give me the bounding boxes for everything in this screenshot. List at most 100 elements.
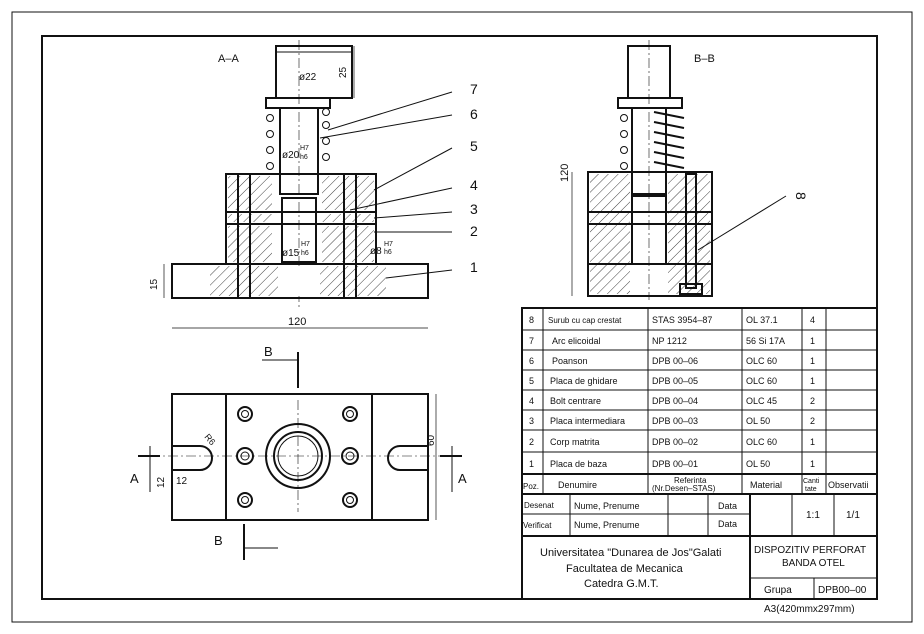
bom-row-ref: STAS 3954–87: [652, 315, 712, 325]
dim-120-vertical: 120: [559, 164, 571, 182]
bom-row-ref: DPB 00–03: [652, 416, 698, 426]
bom-row-qty: 2: [810, 396, 815, 406]
bom-row-poz: 7: [529, 336, 534, 346]
balloon-2: 2: [470, 223, 478, 239]
balloon-8: 8: [793, 192, 809, 200]
bom-header-qty-bottom: tate: [805, 486, 817, 493]
bom-row-ref: DPB 00–04: [652, 396, 698, 406]
dim-d8-fit-top: H7: [384, 241, 393, 248]
dim-d8-fit-bot: h6: [384, 249, 392, 256]
bom-header-ref-top: Referinta: [674, 476, 707, 485]
dim-120: 120: [288, 316, 306, 328]
spring-coils: [266, 108, 330, 170]
bom-row-mat: OLC 45: [746, 396, 777, 406]
cut-marker-b-top: B: [264, 344, 273, 359]
dim-d22: ø22: [299, 72, 317, 83]
scale: 1:1: [806, 510, 820, 521]
bom-row-name: Corp matrita: [550, 437, 600, 447]
bom-row-qty: 1: [810, 437, 815, 447]
balloon-6: 6: [470, 106, 478, 122]
cut-marker-a-right: A: [458, 471, 467, 486]
label-verificat: Verificat: [523, 521, 552, 530]
bom-row-mat: 56 Si 17A: [746, 336, 785, 346]
balloon-4: 4: [470, 177, 478, 193]
drawing-code: DPB00–00: [818, 585, 867, 596]
label-data-1: Data: [718, 501, 737, 511]
bom-row-mat: OL 50: [746, 416, 770, 426]
cut-marker-b-bottom: B: [214, 533, 223, 548]
section-aa-view: A–A ø22: [149, 40, 478, 329]
bom-row-mat: OLC 60: [746, 437, 777, 447]
bom-table: 8 Surub cu cap crestat STAS 3954–87 OL 3…: [521, 307, 878, 495]
university: Universitatea "Dunarea de Jos"Galati: [540, 547, 721, 559]
bom-row-qty: 1: [810, 336, 815, 346]
balloon-3: 3: [470, 201, 478, 217]
label-data-2: Data: [718, 519, 737, 529]
dim-60: 60: [426, 434, 437, 446]
bom-row-poz: 2: [529, 437, 534, 447]
dim-12-vertical: 12: [156, 476, 167, 488]
cut-marker-a-left: A: [130, 471, 139, 486]
dim-d15: ø15: [282, 248, 300, 259]
bom-row-ref: NP 1212: [652, 336, 687, 346]
drawing-title-line2: BANDA OTEL: [782, 558, 845, 569]
bolt-holes: [236, 406, 359, 508]
bom-row-mat: OL 50: [746, 459, 770, 469]
bom-header-poz: Poz.: [523, 482, 539, 491]
dim-25: 25: [338, 66, 349, 78]
bom-row-mat: OLC 60: [746, 356, 777, 366]
bom-header-obs: Observatii: [828, 480, 869, 490]
balloon-5: 5: [470, 138, 478, 154]
bom-row-qty: 1: [810, 459, 815, 469]
bom-row-ref: DPB 00–01: [652, 459, 698, 469]
bom-row-name: Placa intermediara: [550, 416, 625, 426]
section-bb-label: B–B: [694, 53, 715, 65]
bom-row-poz: 8: [529, 315, 534, 325]
spring-section-bb: [620, 111, 685, 170]
bom-row-mat: OL 37.1: [746, 315, 778, 325]
bom-header-name: Denumire: [558, 480, 597, 490]
title-block: Desenat Verificat Nume, Prenume Nume, Pr…: [521, 493, 878, 600]
dim-d20-fit-bot: h6: [300, 154, 308, 161]
dim-12-horizontal: 12: [176, 476, 188, 487]
bom-row-ref: DPB 00–02: [652, 437, 698, 447]
dim-d15-fit-bot: h6: [301, 250, 309, 257]
bom-row-poz: 6: [529, 356, 534, 366]
sheet-format: A3(420mmx297mm): [764, 604, 855, 615]
top-view: B B A A R6 60 12 12: [130, 344, 467, 560]
dim-d20: ø20: [282, 150, 300, 161]
bom-row-poz: 4: [529, 396, 534, 406]
bom-row-qty: 2: [810, 416, 815, 426]
faculty: Facultatea de Mecanica: [566, 563, 684, 575]
bom-row-name: Surub cu cap crestat: [548, 316, 622, 325]
bom-row-name: Arc elicoidal: [552, 336, 601, 346]
bom-row-poz: 3: [529, 416, 534, 426]
dim-15: 15: [149, 278, 160, 290]
drawing-title-line1: DISPOZITIV PERFORAT: [754, 545, 866, 556]
name-desenat: Nume, Prenume: [574, 501, 640, 511]
dim-d8: ø8: [370, 246, 382, 257]
bom-row-mat: OLC 60: [746, 376, 777, 386]
label-grupa: Grupa: [764, 585, 792, 596]
dim-d20-fit-top: H7: [300, 145, 309, 152]
department: Catedra G.M.T.: [584, 578, 659, 590]
bom-row-poz: 1: [529, 459, 534, 469]
dim-r6: R6: [202, 432, 217, 447]
label-desenat: Desenat: [524, 501, 555, 510]
bom-row-name: Poanson: [552, 356, 588, 366]
bom-row-qty: 1: [810, 356, 815, 366]
bom-row-ref: DPB 00–05: [652, 376, 698, 386]
bom-row-qty: 1: [810, 376, 815, 386]
bom-row-name: Bolt centrare: [550, 396, 601, 406]
sheet-number: 1/1: [846, 510, 860, 521]
name-verificat: Nume, Prenume: [574, 520, 640, 530]
dim-d15-fit-top: H7: [301, 241, 310, 248]
bom-header-qty-top: Canti: [803, 478, 820, 485]
bom-row-poz: 5: [529, 376, 534, 386]
bom-row-name: Placa de ghidare: [550, 376, 618, 386]
bom-row-qty: 4: [810, 315, 815, 325]
section-aa-label: A–A: [218, 53, 239, 65]
sheet-outer-border: [11, 11, 913, 623]
bom-header-material: Material: [750, 480, 782, 490]
